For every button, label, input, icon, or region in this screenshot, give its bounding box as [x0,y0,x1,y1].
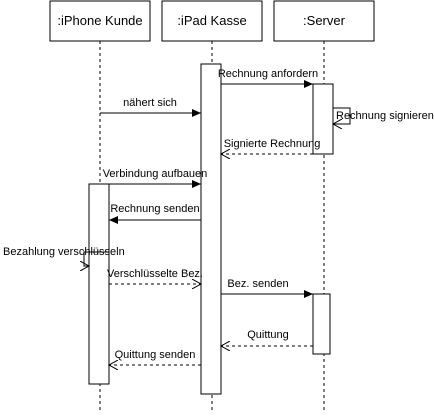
message-label: Quittung senden [115,349,196,361]
activation-ipad [200,63,222,395]
participant-server-label: :Server [303,13,346,28]
message-rechnung-signieren: Rechnung signieren [333,107,434,124]
message-bez-senden: Bez. senden [221,278,313,298]
message-bezahlung-verschluesseln: Bezahlung verschlüsseln [3,246,125,266]
message-verschluesselte-bez: Verschlüsselte Bez. [107,268,203,284]
message-label: Verschlüsselte Bez. [107,268,203,280]
participant-server: :Server [273,0,375,42]
participant-ipad: :iPad Kasse [161,0,263,42]
message-rechnung-anfordern: Rechnung anfordern [218,68,318,88]
message-label: Verbindung aufbauen [103,168,208,180]
message-naehert-sich: nähert sich [100,97,201,117]
message-label: Bez. senden [227,278,288,290]
participant-iphone: :iPhone Kunde [49,0,151,42]
message-label: Bezahlung verschlüsseln [3,246,125,258]
activation-iphone [88,183,110,385]
message-label: Rechnung anfordern [218,68,318,80]
message-label: nähert sich [123,97,177,109]
message-label: Rechnung signieren [336,110,434,122]
participant-ipad-label: :iPad Kasse [177,13,246,28]
participant-iphone-label: :iPhone Kunde [57,13,142,28]
message-quittung: Quittung [221,329,313,346]
message-quittung-senden: Quittung senden [109,349,201,365]
message-label: Quittung [247,329,289,341]
message-verbindung-aufbauen: Verbindung aufbauen [103,168,208,188]
activation-server-2 [312,293,331,355]
message-label: Rechnung senden [110,203,199,215]
message-signierte-rechnung: Signierte Rechnung [221,138,320,154]
message-label: Signierte Rechnung [224,138,321,150]
message-rechnung-senden: Rechnung senden [109,203,201,224]
